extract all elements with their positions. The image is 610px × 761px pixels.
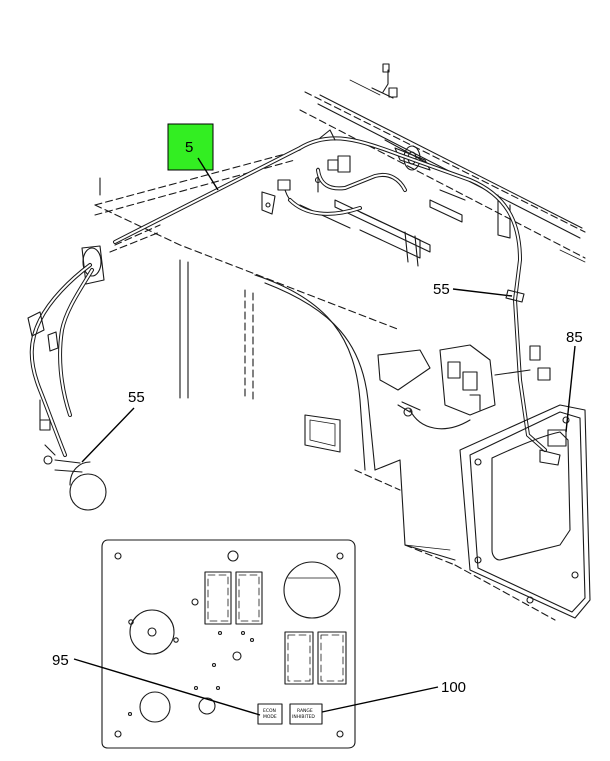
callout-85-leader	[565, 345, 576, 433]
econ-mode-label-line1: ECON	[263, 708, 276, 714]
wall-opening	[304, 414, 341, 453]
center-connectors	[261, 155, 351, 215]
callout-55-right-leader	[452, 288, 513, 297]
callout-55-right-label[interactable]: 55	[433, 281, 450, 298]
switch-panel	[101, 539, 356, 749]
relay-block	[377, 344, 551, 430]
callout-100-leader	[321, 686, 439, 713]
callout-85-label[interactable]: 85	[566, 329, 583, 346]
callout-55-left-label[interactable]: 55	[128, 389, 145, 406]
callout-100-label[interactable]: 100	[441, 679, 466, 696]
access-panel	[459, 404, 591, 619]
grommet-bracket	[384, 139, 511, 239]
callout-95-label[interactable]: 95	[52, 652, 69, 669]
callout-55-left-leader	[81, 407, 135, 463]
econ-mode-label-line2: MODE	[263, 714, 277, 720]
callout-95-leader	[73, 658, 261, 716]
callout-5-highlight-box[interactable]	[167, 123, 214, 171]
range-inhibited-label-line1: RANGE	[297, 708, 313, 714]
cab-back-wall	[94, 149, 556, 621]
callout-5-label[interactable]: 5	[185, 139, 193, 156]
mounting-rail	[299, 189, 466, 267]
range-inhibited-label-line2: INHIBITED	[292, 714, 315, 720]
top-connector	[371, 63, 398, 99]
left-harness	[27, 224, 161, 511]
main-harness	[113, 129, 547, 452]
callout-5-leader	[197, 157, 219, 191]
